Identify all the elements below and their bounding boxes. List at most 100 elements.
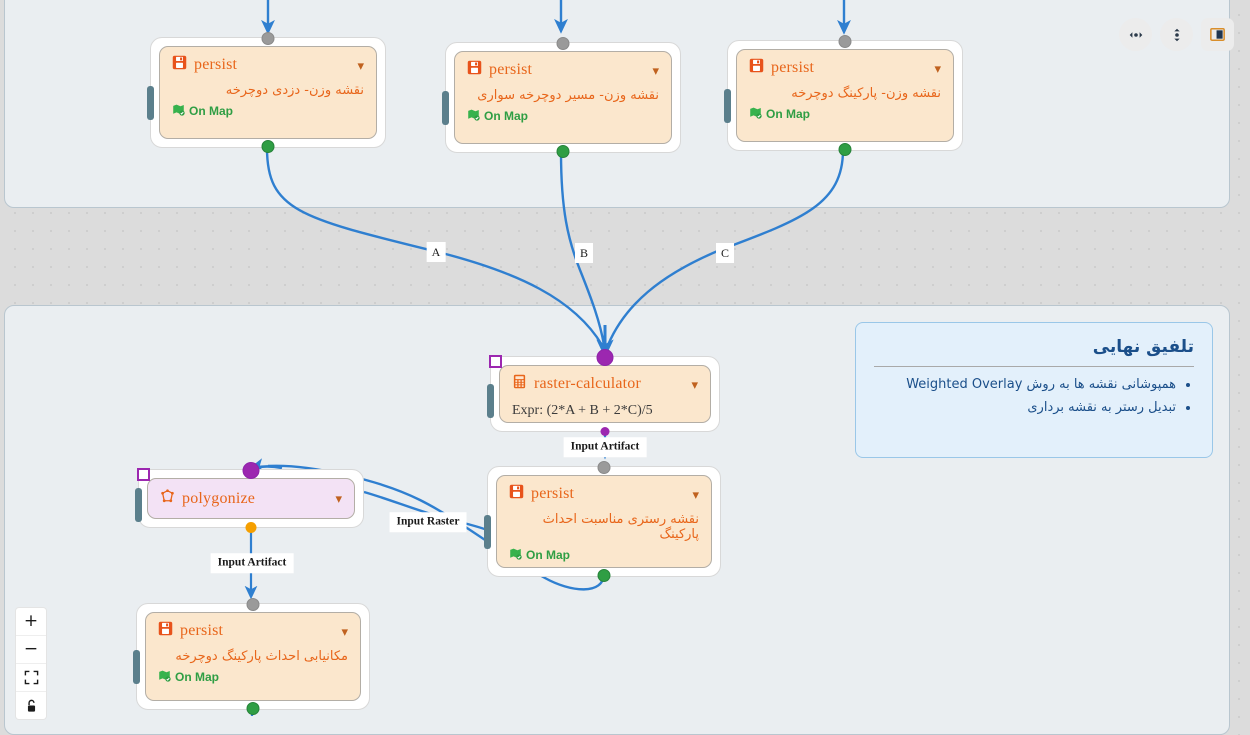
status-badge: On Map — [172, 103, 364, 119]
node-title: persist — [194, 56, 238, 73]
edge-label-polygonize-input: Input Raster — [389, 512, 467, 532]
node-persist-suitability[interactable]: persist ▾ نقشه رستری مناسبت احداث پارکین… — [484, 461, 721, 582]
node-left-handle[interactable] — [484, 515, 491, 549]
info-panel-title: تلفیق نهایی — [1092, 337, 1194, 357]
node-input-handle[interactable] — [596, 349, 614, 366]
node-output-handle[interactable] — [245, 522, 257, 533]
unlock-icon — [27, 699, 35, 712]
edge-label-c: C — [715, 243, 735, 263]
node-left-handle[interactable] — [442, 91, 449, 125]
node-output-handle[interactable] — [838, 143, 852, 156]
chevron-down-icon[interactable]: ▾ — [652, 62, 659, 78]
list-item: همپوشانی نقشه ها به روش Weighted Overlay — [874, 374, 1176, 397]
node-title: polygonize — [182, 489, 256, 507]
node-persist-parking[interactable]: persist ▾ نقشه وزن- پارکینگ دوچرخه On Ma… — [724, 35, 963, 156]
status-badge-label: On Map — [526, 548, 570, 562]
vertical-layout-icon — [1173, 28, 1180, 41]
node-output-handle[interactable] — [556, 145, 570, 158]
node-subtitle: نقشه وزن- مسیر دوچرخه سواری — [477, 88, 659, 103]
node-subtitle: نقشه وزن- دزدی دوچرخه — [225, 83, 364, 98]
node-subtitle: نقشه وزن- پارکینگ دوچرخه — [791, 86, 941, 101]
info-panel-list: همپوشانی نقشه ها به روش Weighted Overlay… — [874, 374, 1194, 420]
node-title: persist — [180, 622, 224, 639]
chevron-down-icon[interactable]: ▾ — [691, 376, 698, 392]
status-badge: On Map — [467, 108, 659, 124]
node-left-handle[interactable] — [135, 488, 142, 522]
panel-toggle-icon — [1210, 28, 1225, 41]
list-item: تبدیل رستر به نقشه برداری — [874, 397, 1176, 420]
node-corner-handle[interactable] — [137, 468, 150, 481]
lock-button[interactable] — [16, 692, 46, 719]
node-left-handle[interactable] — [487, 384, 494, 418]
node-output-handle[interactable] — [246, 702, 260, 715]
edge-label-calc-output: Input Artifact — [563, 437, 647, 457]
node-persist-siting[interactable]: persist ▾ مکانیابی احداث پارکینگ دوچرخه … — [133, 598, 370, 715]
chevron-down-icon[interactable]: ▾ — [934, 60, 941, 76]
vertical-layout-button[interactable] — [1160, 18, 1193, 51]
node-input-handle[interactable] — [597, 461, 611, 474]
node-input-handle[interactable] — [556, 37, 570, 50]
node-title: persist — [771, 59, 815, 76]
info-panel: تلفیق نهایی همپوشانی نقشه ها به روش Weig… — [855, 322, 1213, 458]
chevron-down-icon[interactable]: ▾ — [335, 491, 342, 506]
status-badge: On Map — [509, 547, 699, 563]
node-left-handle[interactable] — [147, 86, 154, 120]
map-check-icon — [749, 106, 762, 122]
node-title: persist — [489, 61, 533, 78]
map-check-icon — [172, 103, 185, 119]
zoom-toolbar: + − — [16, 608, 46, 719]
horizontal-layout-button[interactable] — [1119, 18, 1152, 51]
fit-view-icon — [24, 670, 38, 685]
status-badge-label: On Map — [484, 109, 528, 123]
node-input-handle[interactable] — [261, 32, 275, 45]
node-polygonize[interactable]: polygonize ▾ — [135, 462, 364, 533]
node-corner-handle[interactable] — [489, 355, 502, 368]
map-check-icon — [158, 669, 171, 685]
node-output-handle[interactable] — [261, 140, 275, 153]
edge-label-b: B — [574, 243, 594, 263]
map-check-icon — [509, 547, 522, 563]
save-icon — [158, 621, 173, 641]
node-input-handle[interactable] — [838, 35, 852, 48]
top-toolbar — [1119, 18, 1234, 51]
fit-view-button[interactable] — [16, 664, 46, 692]
node-input-handle[interactable] — [246, 598, 260, 611]
minus-icon: − — [23, 639, 39, 659]
save-icon — [172, 55, 187, 75]
horizontal-layout-icon — [1129, 31, 1142, 38]
edge-label-a: A — [426, 242, 446, 262]
status-badge-label: On Map — [766, 107, 810, 121]
toggle-panel-button[interactable] — [1201, 18, 1234, 51]
divider — [874, 366, 1194, 367]
calculator-icon — [512, 374, 527, 394]
status-badge: On Map — [158, 669, 348, 685]
node-persist-route[interactable]: persist ▾ نقشه وزن- مسیر دوچرخه سواری On… — [442, 37, 681, 158]
save-icon — [467, 60, 482, 80]
chevron-down-icon[interactable]: ▾ — [341, 623, 348, 639]
node-input-handle[interactable] — [242, 462, 260, 479]
edge-label-polygonize-output: Input Artifact — [210, 553, 294, 573]
node-left-handle[interactable] — [724, 89, 731, 123]
node-output-handle[interactable] — [600, 427, 610, 436]
polygonize-icon — [160, 488, 175, 509]
node-subtitle: مکانیابی احداث پارکینگ دوچرخه — [175, 649, 348, 664]
node-title: raster-calculator — [534, 375, 642, 392]
status-badge-label: On Map — [175, 670, 219, 684]
plus-icon: + — [23, 611, 39, 631]
node-raster-calculator[interactable]: raster-calculator ▾ Expr: (2*A + B + 2*C… — [487, 349, 720, 436]
zoom-in-button[interactable]: + — [16, 608, 46, 636]
node-left-handle[interactable] — [133, 650, 140, 684]
chevron-down-icon[interactable]: ▾ — [692, 486, 699, 502]
chevron-down-icon[interactable]: ▾ — [357, 57, 364, 73]
status-badge: On Map — [749, 106, 941, 122]
save-icon — [509, 484, 524, 504]
zoom-out-button[interactable]: − — [16, 636, 46, 664]
node-subtitle: نقشه رستری مناسبت احداث پارکینگ — [542, 512, 699, 542]
node-persist-theft[interactable]: persist ▾ نقشه وزن- دزدی دوچرخه On Map — [147, 32, 386, 153]
status-badge-label: On Map — [189, 104, 233, 118]
node-expression: Expr: (2*A + B + 2*C)/5 — [512, 403, 653, 418]
node-output-handle[interactable] — [597, 569, 611, 582]
node-title: persist — [531, 485, 575, 502]
save-icon — [749, 58, 764, 78]
